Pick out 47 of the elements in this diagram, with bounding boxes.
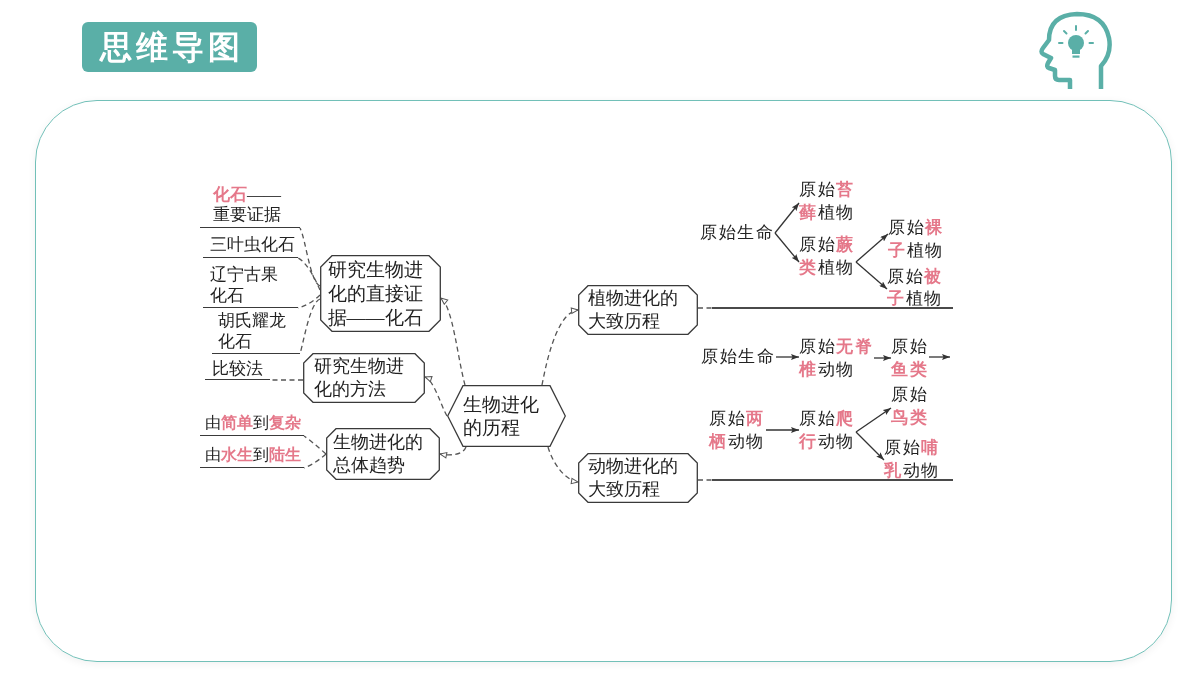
arrow <box>855 407 892 433</box>
octagon-box: 生物进化的总体趋势 <box>326 428 440 480</box>
arrow <box>775 354 800 360</box>
dashed-connector <box>697 479 713 481</box>
stage-text: 原始苔藓植物 <box>799 178 856 224</box>
stage-text: 原始哺乳动物 <box>884 436 941 482</box>
octagon-box: 动物进化的大致历程 <box>578 453 698 503</box>
dashed-connector <box>303 435 327 455</box>
arrow <box>855 261 888 290</box>
arrow <box>774 202 800 234</box>
arrow <box>765 427 800 433</box>
dashed-connector <box>697 307 713 309</box>
underlined-note: 比较法 <box>205 359 270 380</box>
underlined-note: 由简单到复杂 <box>200 412 304 436</box>
dashed-arrow <box>541 308 579 386</box>
dashed-arrow <box>424 376 448 417</box>
stage-text: 原始裸子植物 <box>888 216 945 262</box>
stage-text: 原始两栖动物 <box>709 407 766 453</box>
stage-text: 原始被子植物 <box>887 266 944 310</box>
octagon-box: 研究生物进化的方法 <box>303 353 425 403</box>
dashed-connector <box>303 453 327 469</box>
arrow <box>855 431 885 461</box>
dashed-connector <box>299 227 321 287</box>
stage-text: 原始爬行动物 <box>799 407 856 453</box>
dashed-arrow <box>439 446 467 459</box>
underlined-note: 由水生到陆生 <box>200 444 304 468</box>
hexagon-box: 生物进化的历程 <box>447 385 566 447</box>
stage-text: 原始生命 <box>701 347 776 367</box>
octagon-box: 植物进化的大致历程 <box>578 285 698 335</box>
arrow <box>774 232 800 263</box>
underlined-note: 辽宁古果化石 <box>203 263 298 308</box>
underlined-note: 化石——重要证据 <box>200 183 300 228</box>
arrow <box>855 233 889 263</box>
branch-line <box>712 479 953 481</box>
underlined-note: 胡氏耀龙化石 <box>212 309 300 354</box>
dashed-arrow <box>547 446 579 484</box>
stage-text: 原始生命 <box>700 223 775 243</box>
arrow <box>873 355 892 361</box>
branch-line <box>712 307 953 309</box>
title-badge: 思维导图 <box>82 22 257 72</box>
arrow <box>928 354 951 360</box>
dashed-arrow <box>440 297 466 386</box>
stage-text: 原始鸟类 <box>891 383 929 429</box>
stage-text: 原始无脊椎动物 <box>799 335 874 381</box>
stage-text: 原始鱼类 <box>891 335 929 381</box>
stage-text: 原始蕨类植物 <box>799 233 856 279</box>
underlined-note: 三叶虫化石 <box>203 235 298 258</box>
